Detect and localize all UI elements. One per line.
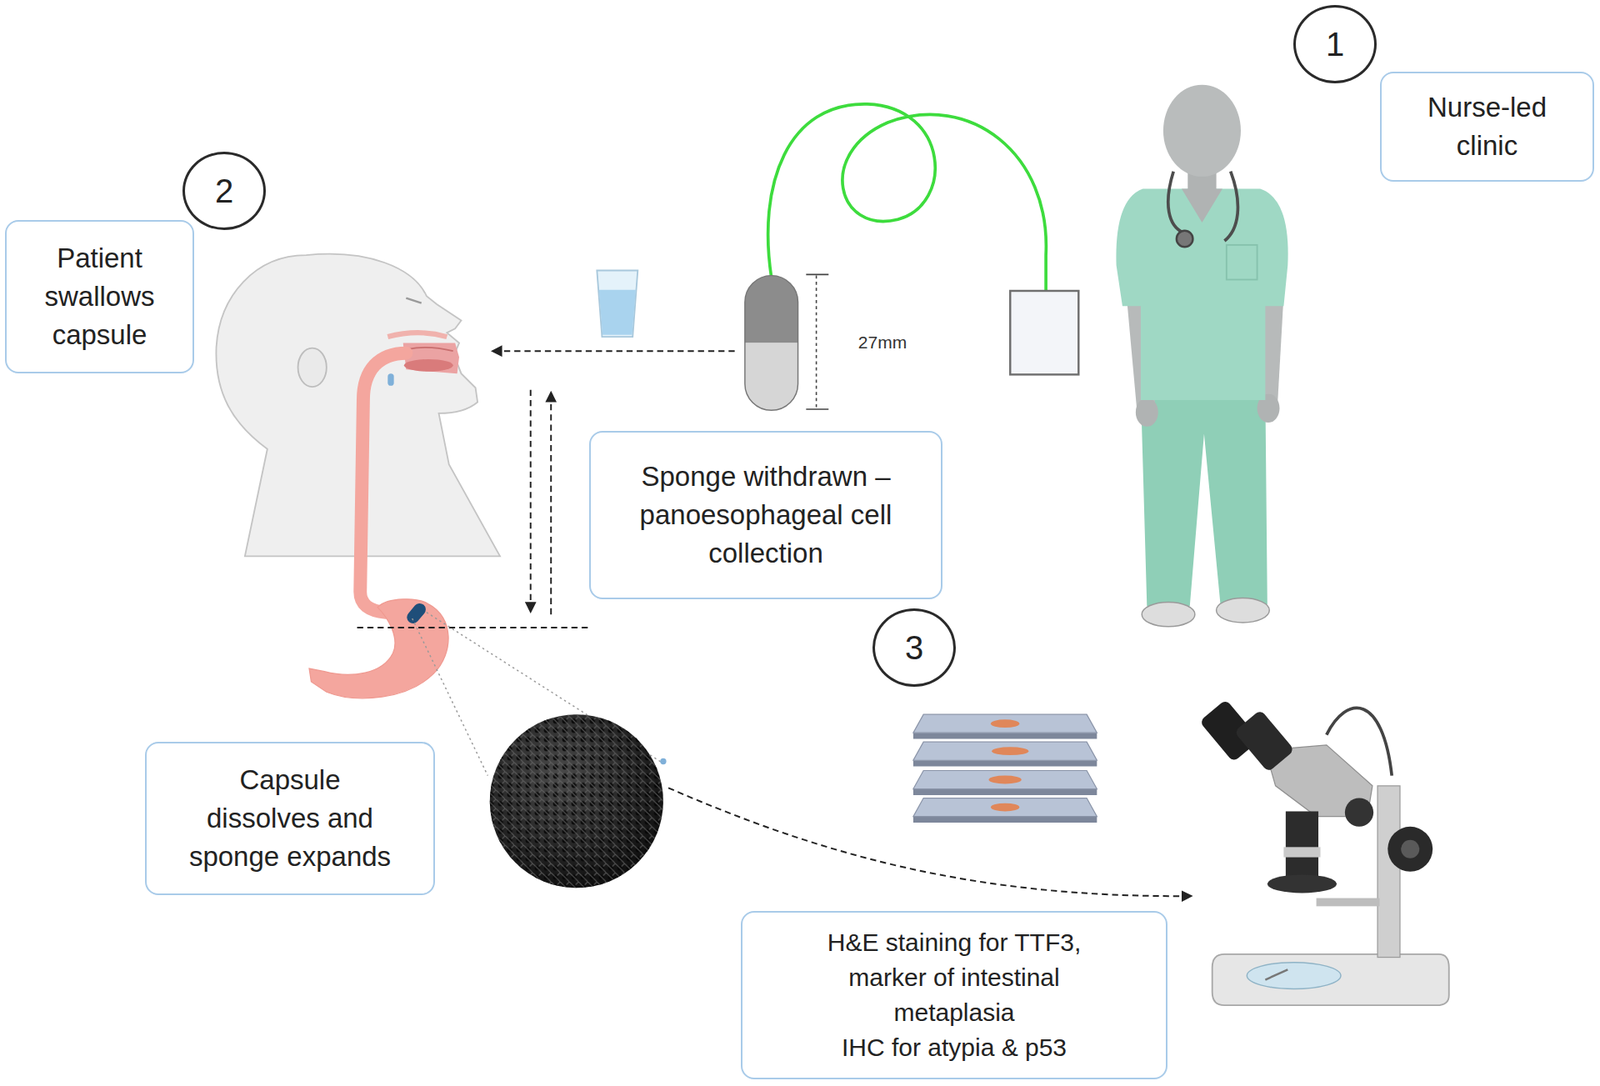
process-box: Nurse-led clinic (1380, 71, 1595, 182)
slide-stack (913, 741, 1097, 760)
process-box: Capsule dissolves and sponge expands (145, 741, 435, 895)
process-box: H&E staining for TTF3, marker of intesti… (740, 910, 1168, 1080)
slide-stack (913, 732, 1097, 739)
dimension-line (815, 275, 818, 409)
slide-stack (913, 789, 1097, 795)
node-text: 1 (1325, 27, 1345, 61)
slide-stack (913, 816, 1097, 823)
esophagus (404, 600, 429, 626)
capsule (745, 275, 799, 411)
slide-stack (991, 746, 1029, 755)
head-profile (405, 298, 421, 304)
capsule (745, 275, 799, 344)
microscope (1345, 798, 1374, 827)
string-card (1010, 290, 1079, 375)
node-text: Nurse-led clinic (1406, 88, 1568, 165)
microscope (1377, 785, 1400, 958)
water-glass (599, 290, 636, 335)
step-number: 1 (1293, 5, 1377, 84)
process-box: Sponge withdrawn – panoesophageal cell c… (589, 430, 943, 600)
sponge (490, 714, 664, 888)
nurse-figure (1141, 601, 1195, 626)
microscope (1316, 898, 1380, 907)
head-profile (387, 332, 447, 337)
capsule (745, 342, 799, 410)
node-text: Capsule dissolves and sponge expands (186, 760, 394, 877)
water-glass (596, 270, 638, 337)
node-text: Patient swallows capsule (23, 239, 176, 355)
nurse-figure (1140, 392, 1268, 606)
microscope (1199, 699, 1450, 1005)
slide-stack (913, 714, 1097, 733)
nurse-figure (1168, 171, 1239, 241)
esophagus (309, 353, 449, 699)
slide-stack (913, 798, 1097, 817)
slide-stack (990, 719, 1020, 728)
esophagus (360, 353, 406, 613)
water-glass (596, 270, 638, 337)
sponge (490, 714, 664, 888)
node-text: 2 (215, 174, 234, 208)
node-text: IHC for atypia & p53 (841, 1030, 1067, 1065)
step-number: 3 (872, 608, 956, 687)
nurse-figure (1135, 398, 1159, 427)
slide-stack (989, 775, 1022, 785)
nurse-figure (1226, 245, 1258, 280)
dashed-guides (668, 787, 1192, 896)
dimension-line (805, 274, 829, 410)
sponge (660, 758, 666, 765)
dimension-label: 27mm (858, 332, 907, 353)
slide-stack (913, 714, 1097, 823)
head-profile (408, 347, 454, 351)
slide-stack (913, 770, 1097, 789)
nurse-figure (1176, 230, 1194, 248)
microscope (1400, 840, 1420, 859)
nurse-figure (1163, 85, 1241, 177)
dashed-guides (530, 390, 532, 613)
node-text: Sponge withdrawn – panoesophageal cell c… (607, 457, 925, 574)
nurse-figure (1216, 598, 1270, 623)
esophagus (387, 373, 394, 386)
nurse-figure (1181, 189, 1223, 223)
process-box: Patient swallows capsule (5, 220, 195, 374)
microscope (1246, 962, 1341, 990)
dashed-guides (491, 350, 735, 352)
capsule-string (768, 104, 1047, 373)
slide-stack (990, 803, 1020, 812)
microscope (1283, 846, 1320, 857)
dimension-line (805, 274, 829, 410)
head-profile (404, 359, 454, 372)
microscope (1234, 709, 1295, 773)
sponge (490, 714, 667, 888)
microscope (1265, 969, 1288, 980)
microscope (1267, 874, 1337, 893)
node-text: H&E staining for TTF3, marker of intesti… (800, 925, 1108, 1030)
step-number: 2 (182, 151, 266, 230)
capsule (745, 275, 799, 411)
dashed-guides (357, 626, 593, 629)
nurse-figure (1115, 189, 1288, 400)
microscope (1387, 826, 1433, 872)
nurse-figure (1115, 85, 1288, 627)
microscope (1212, 954, 1450, 1005)
dashed-guides (550, 391, 552, 615)
node-text: 3 (905, 630, 924, 665)
head-profile (403, 342, 460, 374)
dashed-guides (357, 350, 1193, 896)
esophagus (309, 599, 449, 699)
head-profile (298, 348, 327, 388)
slide-stack (913, 760, 1097, 766)
